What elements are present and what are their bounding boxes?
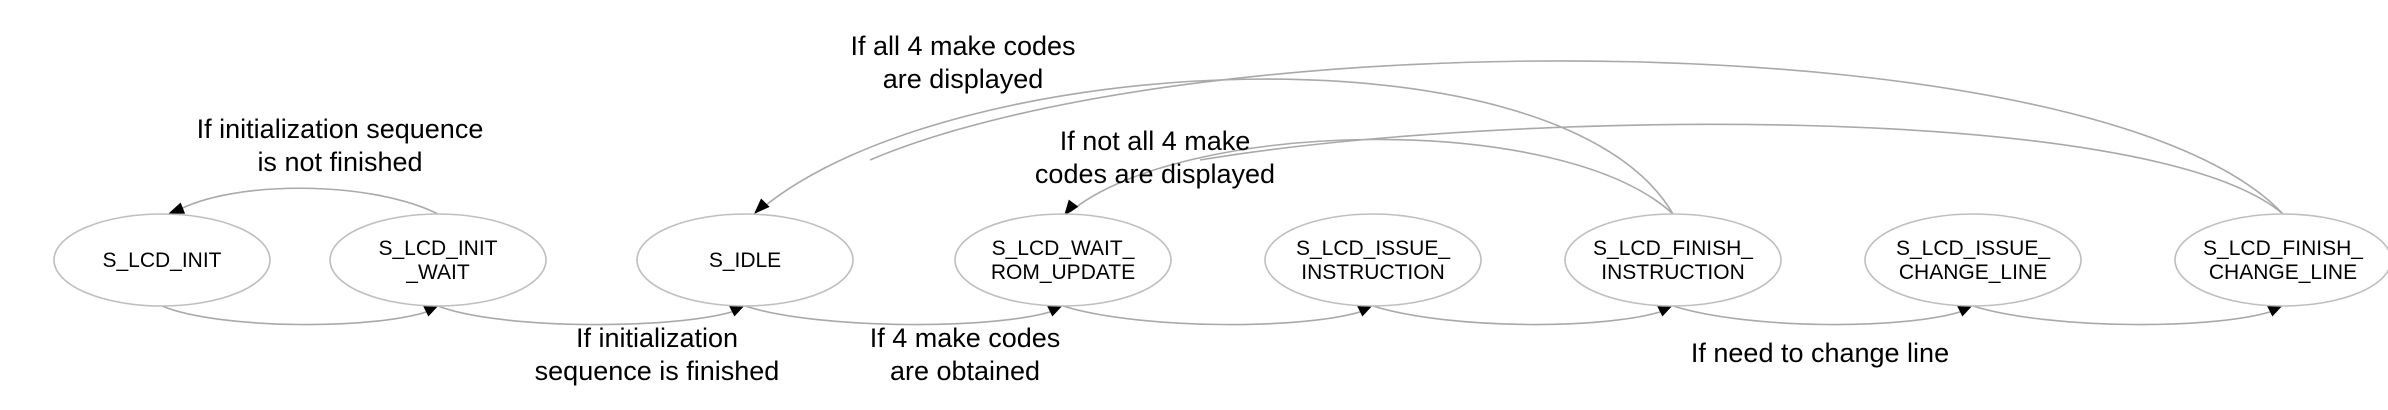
transitions xyxy=(161,60,2284,326)
state-label-line: INSTRUCTION xyxy=(1301,261,1445,284)
state-lcd_wait_rom_update: S_LCD_WAIT_ROM_UPDATE xyxy=(954,213,1172,307)
state-lcd_init_wait: S_LCD_INIT_WAIT xyxy=(329,213,547,307)
arrowhead-icon xyxy=(1064,199,1079,216)
state-label-line: S_LCD_FINISH_ xyxy=(1593,237,1753,260)
arrowhead-icon xyxy=(729,304,746,317)
transition-label-line: If initialization xyxy=(576,323,738,353)
transition-init_to_wait xyxy=(161,304,440,326)
state-ellipse xyxy=(2174,213,2388,307)
transition-edge xyxy=(1372,305,1667,326)
state-lcd_issue_change_line: S_LCD_ISSUE_CHANGE_LINE xyxy=(1864,213,2082,307)
transition-label-line: sequence is finished xyxy=(535,356,780,386)
transition-edge xyxy=(869,60,2284,215)
state-ellipse xyxy=(1264,213,1482,307)
state-label: S_LCD_ISSUE_INSTRUCTION xyxy=(1296,237,1450,284)
state-label-line: CHANGE_LINE xyxy=(2209,261,2357,284)
state-label: S_LCD_WAIT_ROM_UPDATE xyxy=(991,237,1135,284)
state-lcd_finish_change_line: S_LCD_FINISH_CHANGE_LINE xyxy=(2174,213,2388,307)
state-lcd_finish_instruction: S_LCD_FINISH_INSTRUCTION xyxy=(1564,213,1782,307)
state-label-line: S_LCD_INIT xyxy=(378,237,497,260)
state-label-line: S_IDLE xyxy=(709,249,781,272)
state-label: S_LCD_INIT xyxy=(102,249,221,272)
state-ellipse xyxy=(1564,213,1782,307)
arrowhead-icon xyxy=(423,304,440,317)
transition-edge xyxy=(1199,123,2284,215)
transition-label-line: is not finished xyxy=(257,147,422,177)
arrowhead-icon xyxy=(754,198,770,214)
arrowhead-icon xyxy=(1957,304,1974,317)
arrowhead-icon xyxy=(1357,304,1374,317)
transition-init_not_finished xyxy=(168,187,439,215)
transition-edge xyxy=(744,305,1057,326)
transition-all_displayed xyxy=(754,78,1674,215)
state-label-line: S_LCD_FINISH_ xyxy=(2203,237,2363,260)
transition-label-line: codes are displayed xyxy=(1035,159,1275,189)
state-label: S_LCD_FINISH_INSTRUCTION xyxy=(1593,237,1753,284)
state-ellipse xyxy=(1864,213,2082,307)
state-label: S_LCD_INIT_WAIT xyxy=(378,237,497,284)
states: S_LCD_INITS_LCD_INIT_WAITS_IDLES_LCD_WAI… xyxy=(53,213,2388,307)
transition-need_change_line xyxy=(1672,304,1974,326)
state-label: S_IDLE xyxy=(709,249,781,272)
state-label-line: ROM_UPDATE xyxy=(991,261,1135,284)
transition-edge xyxy=(1972,305,2277,326)
state-ellipse xyxy=(636,213,854,307)
state-idle: S_IDLE xyxy=(636,213,854,307)
transition-label-line: are displayed xyxy=(883,64,1044,94)
transition-edge xyxy=(437,305,739,326)
arrowhead-icon xyxy=(1047,304,1064,317)
transition-issue_to_finish xyxy=(1372,304,1674,326)
transition-change_line_to_idle xyxy=(869,60,2284,215)
transition-wait_to_issue xyxy=(1062,304,1374,326)
state-lcd_issue_instruction: S_LCD_ISSUE_INSTRUCTION xyxy=(1264,213,1482,307)
transition-label-line: are obtained xyxy=(890,356,1040,386)
transition-label-line: If initialization sequence xyxy=(197,114,484,144)
transition-label-line: If 4 make codes xyxy=(870,323,1061,353)
arrowhead-icon xyxy=(1657,304,1674,317)
state-label-line: S_LCD_ISSUE_ xyxy=(1896,237,2050,260)
transition-label-need_change_line: If need to change line xyxy=(1691,338,1949,368)
state-ellipse xyxy=(954,213,1172,307)
transition-init_finished xyxy=(437,304,746,326)
arrowhead-icon xyxy=(168,202,186,214)
state-lcd_init: S_LCD_INIT xyxy=(53,213,271,307)
state-label: S_LCD_FINISH_CHANGE_LINE xyxy=(2203,237,2363,284)
state-label-line: S_LCD_WAIT_ xyxy=(992,237,1135,260)
transition-label-line: If need to change line xyxy=(1691,338,1949,368)
state-label-line: _WAIT xyxy=(405,261,470,284)
transition-label-line: If all 4 make codes xyxy=(850,31,1075,61)
transition-edge xyxy=(1062,305,1367,326)
state-label-line: S_LCD_ISSUE_ xyxy=(1296,237,1450,260)
state-label-line: S_LCD_INIT xyxy=(102,249,221,272)
transition-edge xyxy=(161,305,433,326)
state-ellipse xyxy=(329,213,547,307)
transition-make_codes_obtained xyxy=(744,304,1064,326)
transition-edge xyxy=(1672,305,1967,326)
transition-label-line: If not all 4 make xyxy=(1060,126,1251,156)
transition-edge xyxy=(174,187,439,215)
transition-issue_cl_to_finish_cl xyxy=(1972,304,2284,326)
state-label-line: INSTRUCTION xyxy=(1601,261,1745,284)
state-label: S_LCD_ISSUE_CHANGE_LINE xyxy=(1896,237,2050,284)
arrowhead-icon xyxy=(2267,304,2284,317)
state-label-line: CHANGE_LINE xyxy=(1899,261,2047,284)
transition-edge xyxy=(759,78,1674,215)
transition-change_line_back xyxy=(1199,123,2284,215)
state-ellipse xyxy=(53,213,271,307)
